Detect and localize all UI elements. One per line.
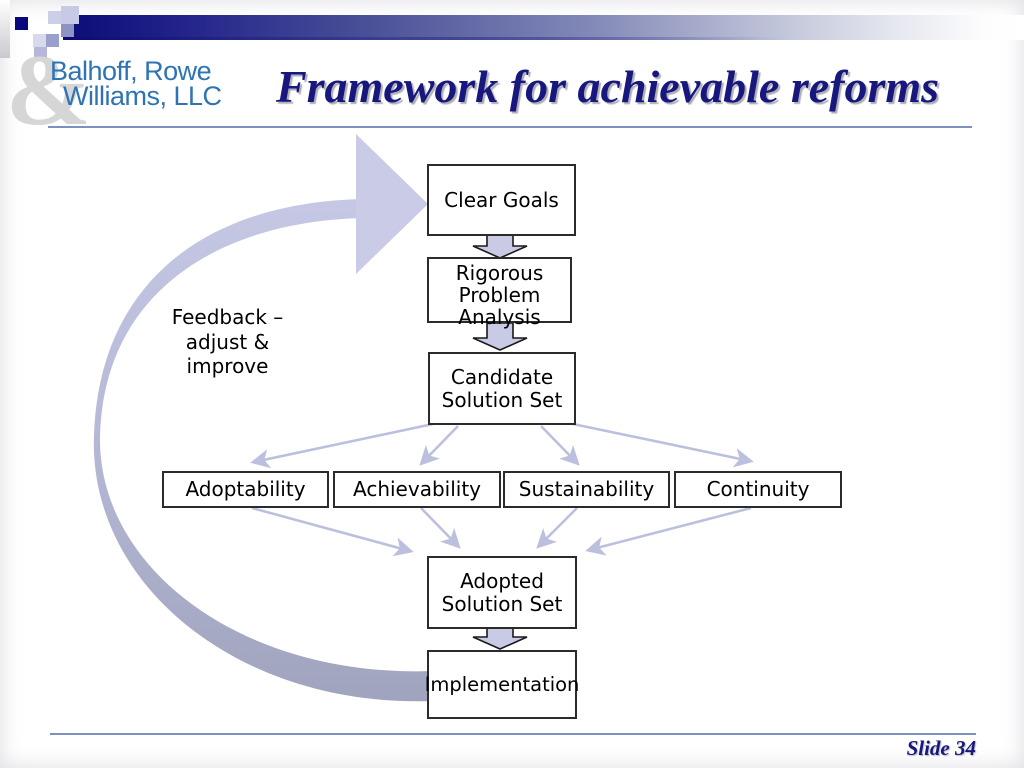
- flow-box-problem-analysis: Rigorous Problem Analysis: [427, 257, 572, 328]
- feedback-curve-arrowhead: [356, 134, 428, 274]
- decor-square-light-3: [33, 34, 46, 47]
- feedback-label-line-3: improve: [186, 354, 269, 378]
- flow-box-achievability: Achievability: [333, 471, 501, 508]
- slide-title: Framework for achievable reforms: [275, 61, 940, 112]
- decor-square-medium-3: [34, 47, 47, 60]
- header-bar-dark-edge: [63, 37, 783, 40]
- flow-box-clear-goals: Clear Goals: [427, 164, 576, 236]
- footer-divider-line: [50, 733, 976, 735]
- connector-from-achievability: [420, 507, 461, 549]
- feedback-label-line-1: Feedback –: [171, 305, 284, 329]
- connector-from-adoptability: [251, 506, 414, 557]
- header-gradient-bar: [63, 15, 1024, 40]
- decor-square-medium-1: [61, 24, 74, 37]
- title-underline: [48, 126, 972, 128]
- connector-to-sustainability: [540, 425, 580, 466]
- logo-ampersand: &: [6, 34, 91, 147]
- connector-from-continuity: [585, 506, 752, 556]
- logo-line-1: Balhoff, Rowe: [50, 56, 212, 86]
- decor-square-medium-2: [46, 34, 59, 47]
- company-logo: Balhoff, Rowe Williams, LLC: [50, 56, 222, 111]
- flow-box-candidate-solution-set: Candidate Solution Set: [428, 352, 576, 425]
- feedback-label: Feedback – adjust & improve: [160, 305, 295, 379]
- flow-box-adoptability: Adoptability: [162, 471, 329, 508]
- connector-from-sustainability: [536, 507, 578, 549]
- flow-box-continuity: Continuity: [674, 471, 842, 508]
- flow-box-implementation: Implementation: [425, 650, 579, 719]
- decor-square-light-2: [61, 6, 79, 24]
- connector-to-continuity: [572, 422, 754, 468]
- logo-line-2: Williams, LLC: [63, 81, 222, 111]
- slide-number: Slide 34: [906, 736, 976, 760]
- connector-to-adoptability: [250, 422, 434, 469]
- left-edge-gradient-strip: [0, 0, 10, 58]
- block-arrow-down-2: [472, 322, 528, 351]
- feedback-label-line-2: adjust &: [185, 329, 270, 354]
- feedback-curve: [93, 199, 432, 702]
- decor-square-light-1: [48, 11, 61, 24]
- connector-to-achievability: [419, 425, 459, 466]
- flow-box-sustainability: Sustainability: [503, 471, 670, 508]
- flow-box-adopted-solution-set: Adopted Solution Set: [427, 556, 577, 629]
- decor-square-navy: [15, 17, 28, 30]
